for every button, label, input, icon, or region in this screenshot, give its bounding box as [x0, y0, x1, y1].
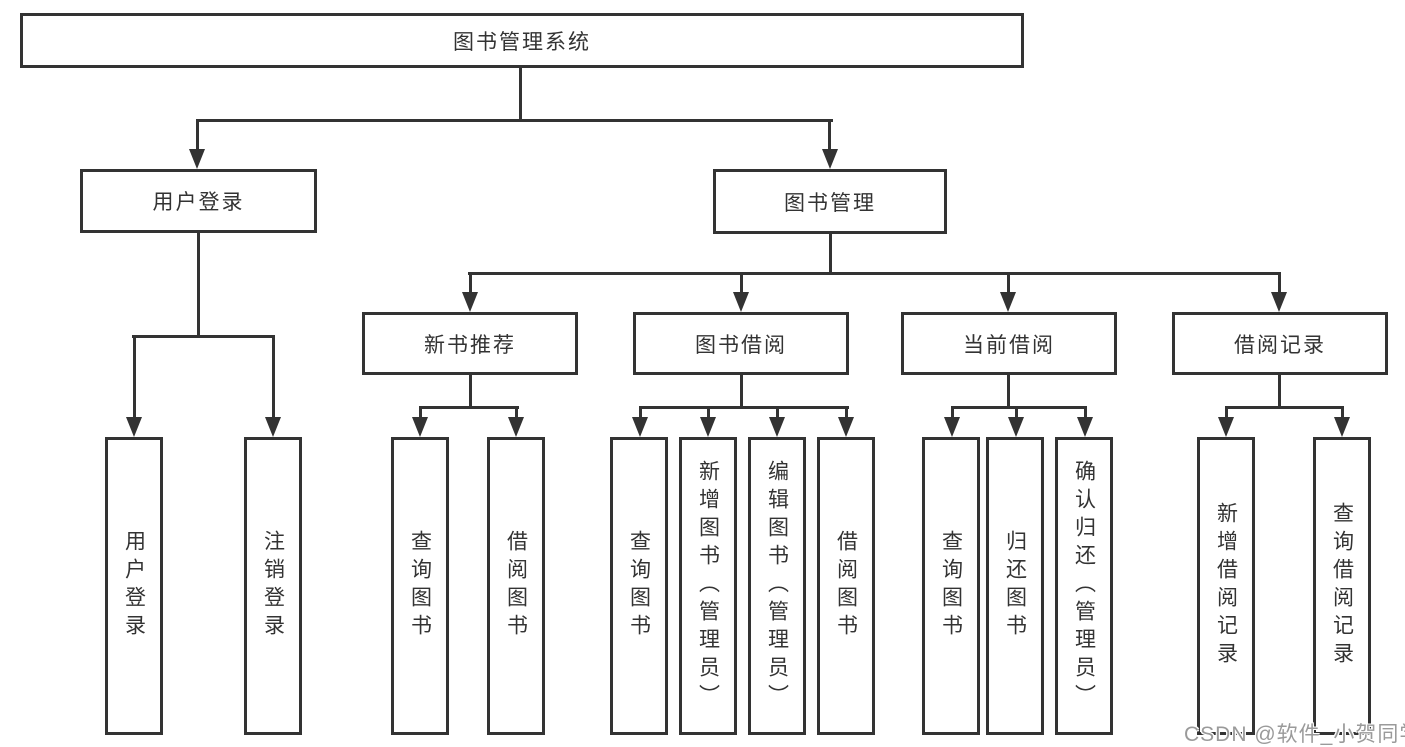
arrowhead-leaf-return-book	[1008, 417, 1024, 437]
arrowhead-leaf-add-record	[1218, 417, 1234, 437]
leaf-query-borrow-record: 查询借阅记录	[1313, 437, 1371, 735]
arrowhead-leaf-confirm-return	[1077, 417, 1093, 437]
leaf-borrow-books-recommend: 借阅图书	[487, 437, 545, 735]
arrowhead-borrowing-records	[1271, 292, 1287, 312]
connector-to-user-login	[196, 119, 199, 153]
leaf-query-books-recommend: 查询图书	[391, 437, 449, 735]
connector-book-borrowing-branch	[639, 406, 849, 409]
connector-to-book-borrowing	[740, 272, 743, 296]
arrowhead-leaf-borrow-recommend	[508, 417, 524, 437]
leaf-return-book: 归还图书	[986, 437, 1044, 735]
node-root-library-system: 图书管理系统	[20, 13, 1024, 68]
arrowhead-new-book	[462, 292, 478, 312]
connector-to-leaf-logout	[272, 335, 275, 419]
leaf-add-borrow-record: 新增借阅记录	[1197, 437, 1255, 735]
leaf-query-books-borrowing: 查询图书	[610, 437, 668, 735]
arrowhead-leaf-query-borrowing	[632, 417, 648, 437]
connector-leaf-stem	[1084, 406, 1087, 420]
leaf-user-login: 用户登录	[105, 437, 163, 735]
connector-leaf-stem	[776, 406, 779, 420]
connector-root-branch	[196, 119, 833, 122]
connector-leaf-stem	[845, 406, 848, 420]
connector-to-leaf-user-login	[133, 335, 136, 419]
connector-user-login-stem	[197, 233, 200, 337]
node-book-borrowing: 图书借阅	[633, 312, 849, 375]
connector-leaf-stem	[1015, 406, 1018, 420]
connector-root-stem	[519, 68, 522, 122]
arrowhead-leaf-query-current	[944, 417, 960, 437]
arrowhead-leaf-edit-book	[769, 417, 785, 437]
arrowhead-user-login	[189, 149, 205, 169]
leaf-add-book-admin: 新增图书（管理员）	[679, 437, 737, 735]
node-user-login-module: 用户登录	[80, 169, 317, 233]
connector-leaf-stem	[419, 406, 422, 420]
connector-current-borrowing-stem	[1007, 375, 1010, 409]
connector-leaf-stem	[1341, 406, 1344, 420]
connector-borrowing-records-stem	[1278, 375, 1281, 409]
connector-leaf-stem	[639, 406, 642, 420]
node-new-book-recommendation: 新书推荐	[362, 312, 578, 375]
connector-to-new-book	[469, 272, 472, 296]
connector-current-borrowing-branch	[951, 406, 1087, 409]
connector-new-book-branch	[419, 406, 519, 409]
connector-leaf-stem	[1225, 406, 1228, 420]
arrowhead-leaf-logout	[265, 417, 281, 437]
arrowhead-leaf-query-record	[1334, 417, 1350, 437]
connector-leaf-stem	[707, 406, 710, 420]
arrowhead-current-borrowing	[1000, 292, 1016, 312]
connector-book-borrowing-stem	[740, 375, 743, 409]
arrowhead-leaf-query-recommend	[412, 417, 428, 437]
connector-book-management-stem	[829, 234, 832, 275]
connector-borrowing-records-branch	[1225, 406, 1344, 409]
connector-book-management-branch	[468, 272, 1281, 275]
connector-user-login-branch	[132, 335, 275, 338]
arrowhead-book-borrowing	[733, 292, 749, 312]
connector-new-book-stem	[469, 375, 472, 409]
leaf-confirm-return-admin: 确认归还（管理员）	[1055, 437, 1113, 735]
node-book-management-module: 图书管理	[713, 169, 947, 234]
arrowhead-leaf-user-login	[126, 417, 142, 437]
connector-leaf-stem	[951, 406, 954, 420]
connector-to-book-management	[828, 119, 831, 153]
connector-to-borrowing-records	[1278, 272, 1281, 296]
connector-to-current-borrowing	[1007, 272, 1010, 296]
watermark: CSDN @软件_小贺同学	[1184, 723, 1405, 746]
arrowhead-leaf-add-book	[700, 417, 716, 437]
leaf-query-books-current: 查询图书	[922, 437, 980, 735]
node-current-borrowing: 当前借阅	[901, 312, 1117, 375]
arrowhead-leaf-borrow-borrowing	[838, 417, 854, 437]
leaf-borrow-books-borrowing: 借阅图书	[817, 437, 875, 735]
node-borrowing-records: 借阅记录	[1172, 312, 1388, 375]
connector-leaf-stem	[515, 406, 518, 420]
arrowhead-book-management	[822, 149, 838, 169]
leaf-edit-book-admin: 编辑图书（管理员）	[748, 437, 806, 735]
leaf-logout: 注销登录	[244, 437, 302, 735]
